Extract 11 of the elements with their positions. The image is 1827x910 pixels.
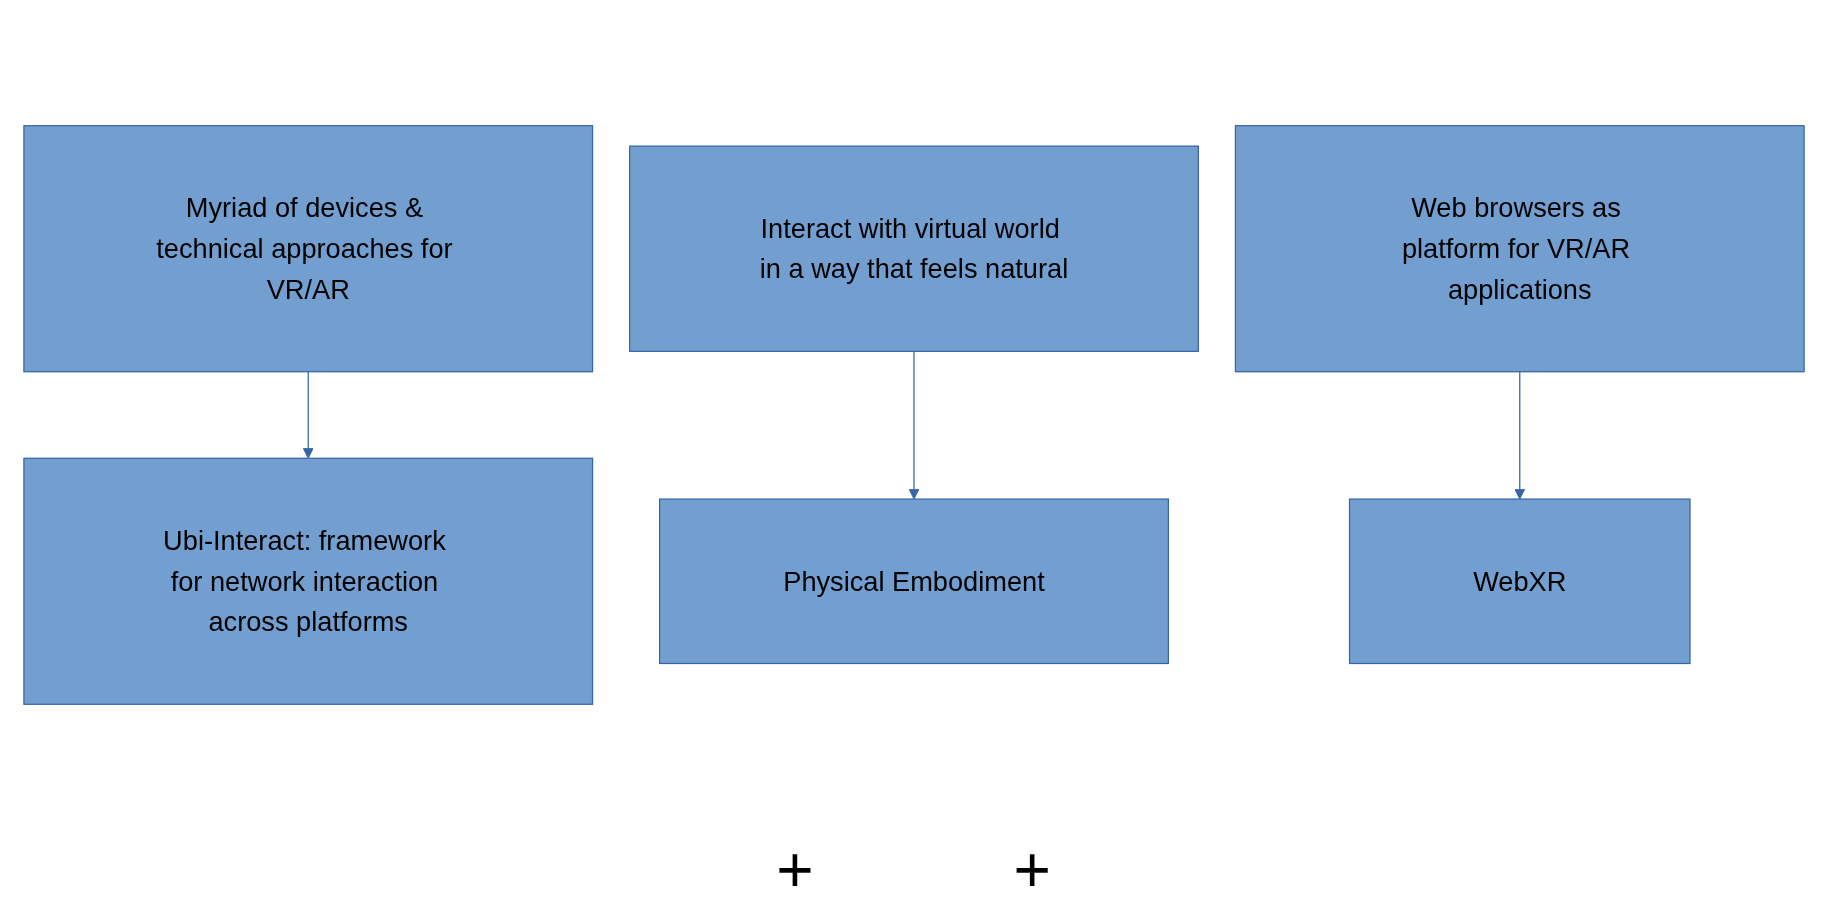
node-box: Ubi-Interact: framework for network interaction across platforms: [22, 457, 593, 705]
node-box: Web browsers as platform for VR/AR applications: [1234, 125, 1805, 373]
plus-sign: +: [776, 838, 814, 902]
arrow: [1513, 371, 1525, 500]
arrow: [302, 371, 314, 459]
node-box: Interact with virtual world in a way that feels natural: [628, 145, 1199, 352]
arrow: [908, 350, 919, 500]
node-box: WebXR: [1348, 498, 1691, 665]
node-box: Myriad of devices & technical approaches for VR/AR: [22, 125, 593, 373]
plus-sign: +: [1013, 838, 1051, 902]
node-box: Physical Embodiment: [658, 498, 1169, 665]
